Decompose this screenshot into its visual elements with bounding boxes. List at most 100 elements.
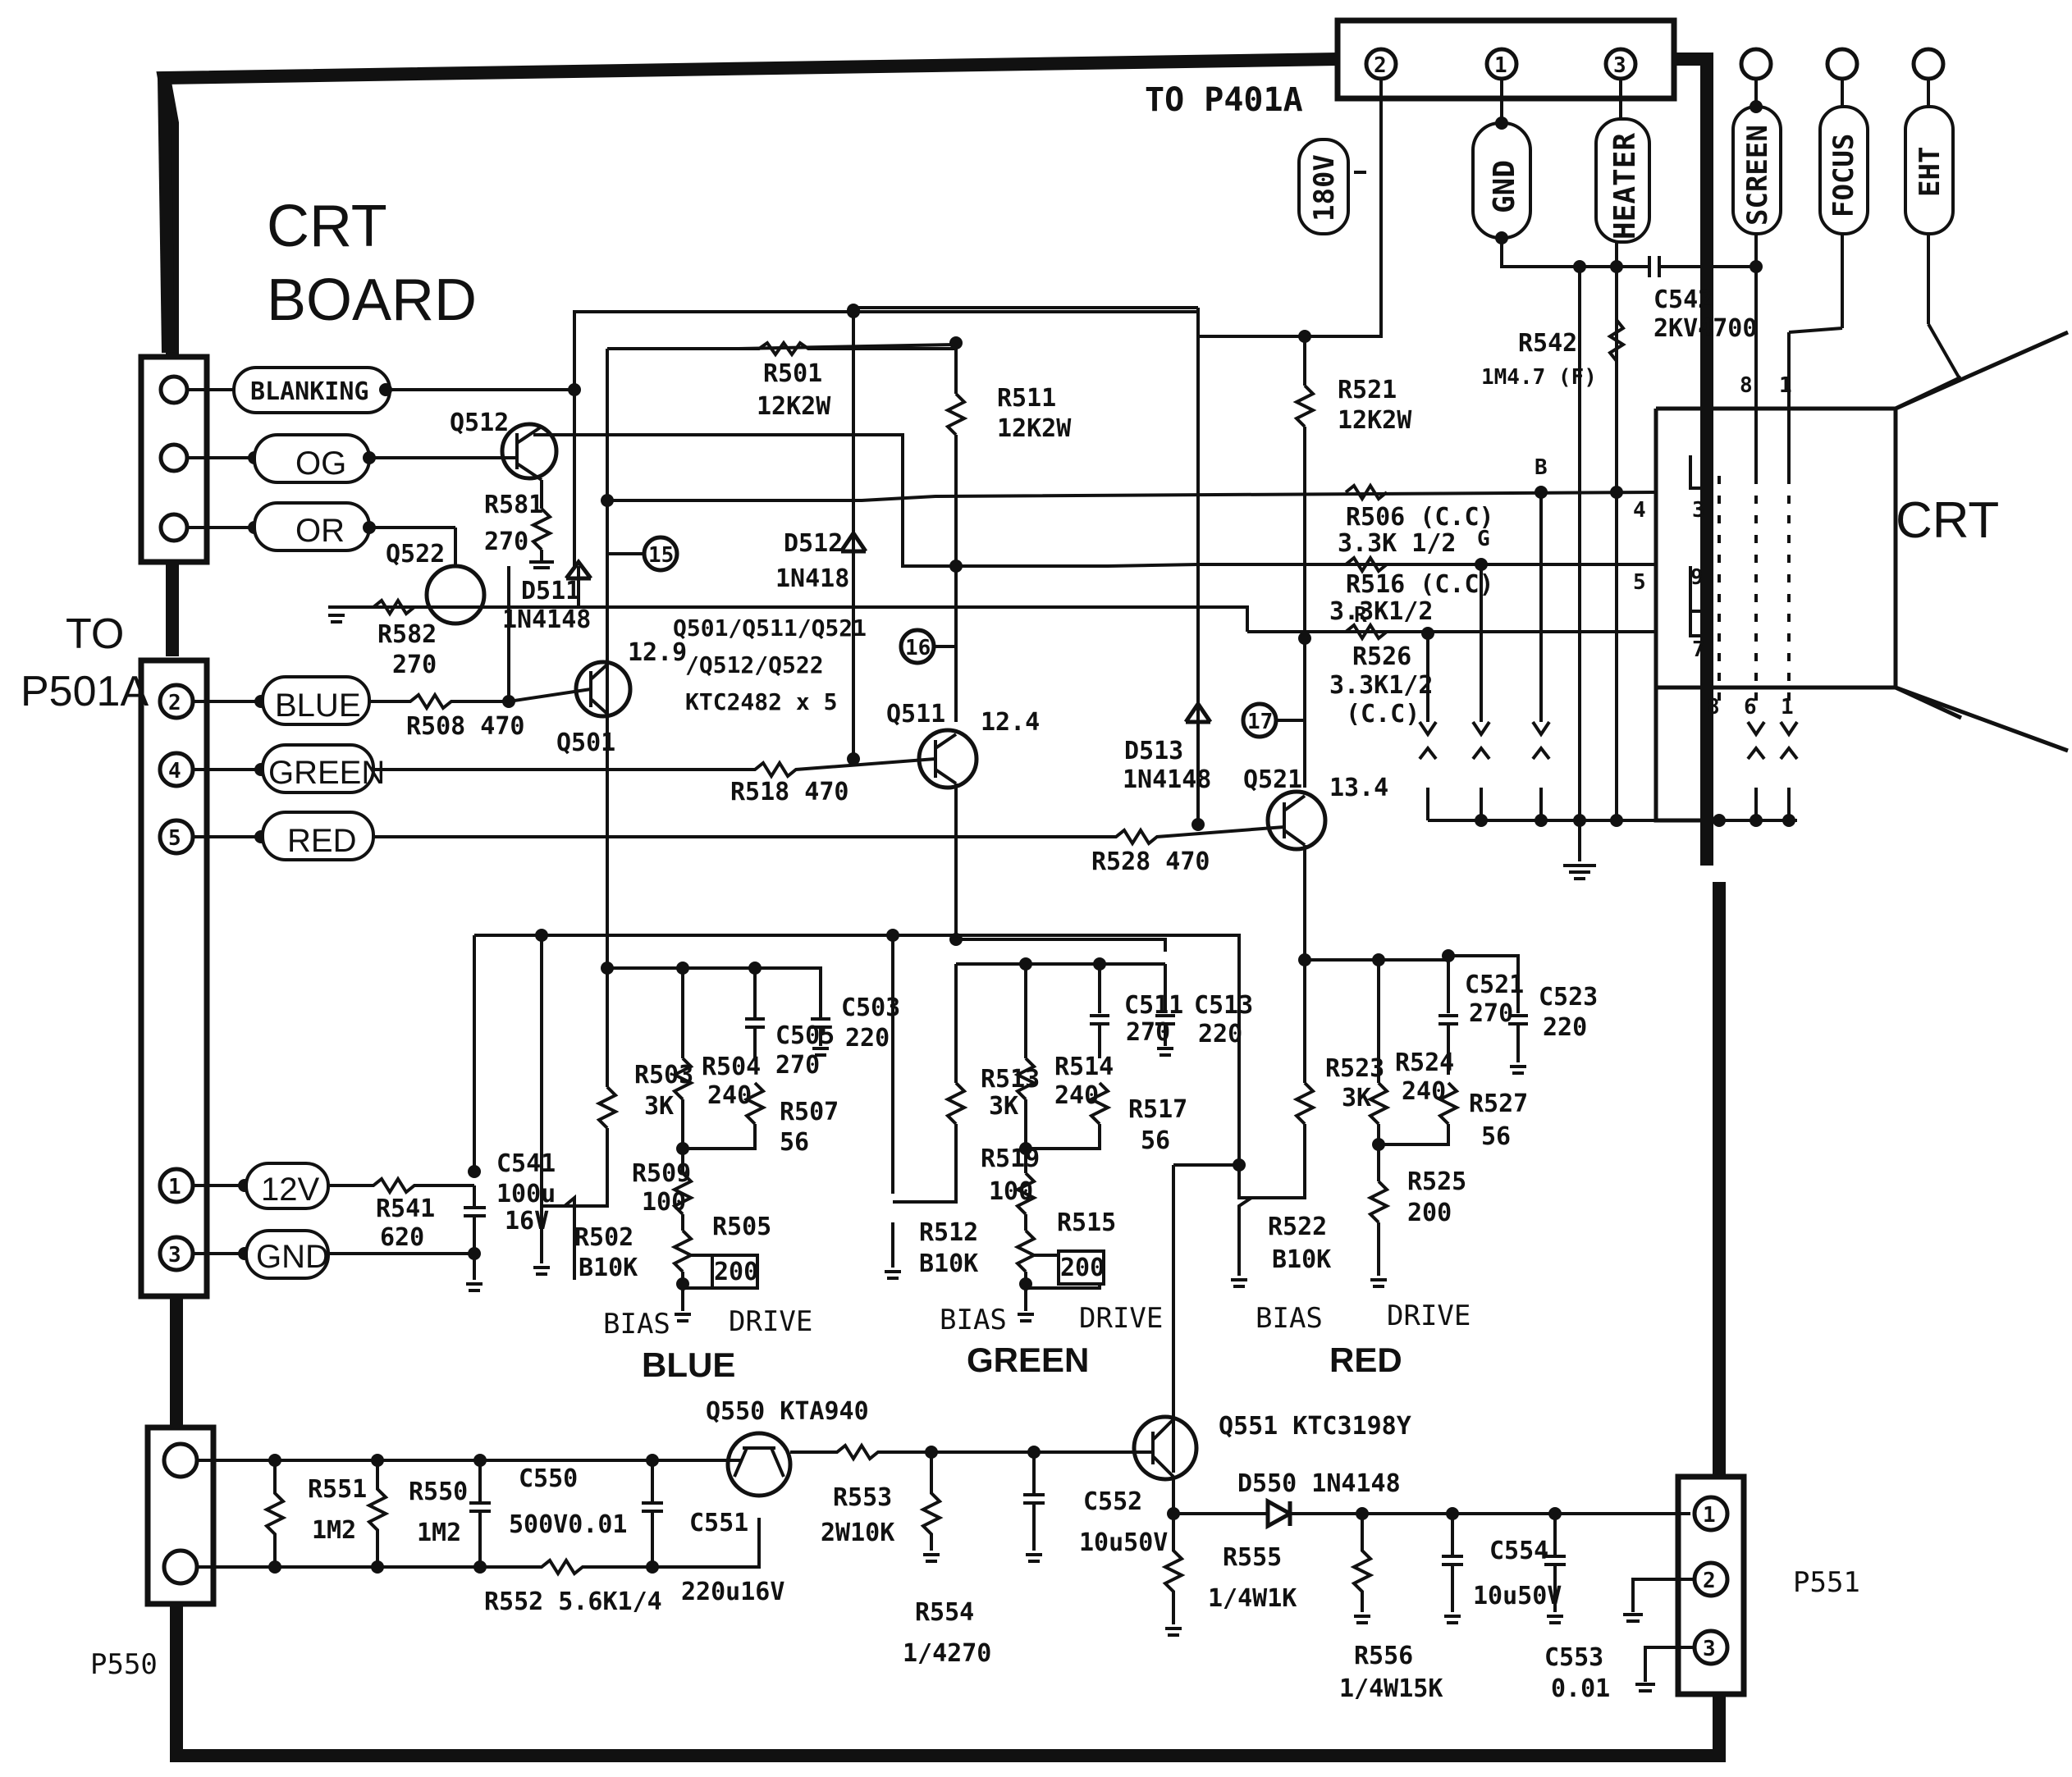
p501a-pin-green: 4 GREEN bbox=[158, 743, 385, 794]
section-red: RED bbox=[1329, 1341, 1402, 1379]
r521-label: R521 bbox=[1338, 376, 1397, 404]
p501a-label-to: TO bbox=[66, 610, 124, 658]
c550-value: 500V0.01 bbox=[509, 1510, 628, 1539]
c541-label: C541 bbox=[496, 1149, 556, 1178]
q522-transistor: Q522 R582 270 bbox=[328, 526, 487, 679]
c553-label: C553 bbox=[1544, 1643, 1603, 1672]
supply-180v-rail bbox=[574, 79, 1383, 350]
q511-stage: Q511 12.4 R518 470 D512 1N418 bbox=[373, 529, 1040, 939]
r511-value: 12K2W bbox=[997, 414, 1072, 443]
q550-label: Q550 KTA940 bbox=[706, 1397, 869, 1426]
r525-label: R525 bbox=[1407, 1167, 1466, 1196]
r509-label: R509 bbox=[632, 1159, 691, 1188]
top-pill-180v: 180V bbox=[1297, 138, 1350, 235]
r517-value: 56 bbox=[1141, 1126, 1170, 1155]
r554-label: R554 bbox=[915, 1598, 974, 1627]
r551-value: 1M2 bbox=[312, 1516, 356, 1545]
r553-label: R553 bbox=[833, 1483, 892, 1512]
crt-pin-3: 3 bbox=[1692, 498, 1705, 523]
c503-value: 220 bbox=[845, 1024, 890, 1053]
r526-cc: (C.C) bbox=[1346, 700, 1420, 729]
c513-label: C513 bbox=[1194, 991, 1253, 1020]
c511-label: C511 bbox=[1124, 991, 1183, 1020]
c553-value: 0.01 bbox=[1551, 1674, 1610, 1703]
heater-c542-wiring: C542 2KV4700 R542 1M4.7 (F) bbox=[1481, 238, 1763, 499]
q501-voltage: 12.9 bbox=[628, 638, 687, 667]
r507-label: R507 bbox=[780, 1098, 839, 1126]
r511-label: R511 bbox=[997, 384, 1056, 413]
r542-value: 1M4.7 (F) bbox=[1481, 365, 1597, 390]
p501a-pin-gnd: 3 GND bbox=[158, 1229, 330, 1280]
r519-value: 100 bbox=[989, 1177, 1033, 1206]
top-pill-eht: EHT bbox=[1904, 79, 1955, 235]
d512-label: D512 bbox=[784, 529, 843, 558]
r527-label: R527 bbox=[1469, 1089, 1528, 1118]
pin-r: R bbox=[1354, 603, 1367, 628]
p501a-pin-red: 5 RED bbox=[158, 811, 375, 861]
c503-label: C503 bbox=[841, 994, 900, 1022]
p551-pin-3: 3 bbox=[1703, 1637, 1716, 1661]
label-12v: 12V bbox=[261, 1172, 319, 1208]
c554-value: 10u50V bbox=[1473, 1582, 1562, 1610]
q511-label: Q511 bbox=[886, 700, 945, 729]
top-pill-heater: HEATER bbox=[1594, 79, 1651, 244]
r523-label: R523 bbox=[1325, 1054, 1384, 1083]
input-or: OR bbox=[158, 501, 376, 552]
q551-label: Q551 KTC3198Y bbox=[1219, 1412, 1411, 1441]
section-green: GREEN bbox=[967, 1341, 1089, 1379]
c542-label: C542 bbox=[1653, 286, 1713, 314]
r505-box bbox=[711, 1254, 759, 1290]
r513-value: 3K bbox=[989, 1092, 1018, 1121]
r515-label: R515 bbox=[1057, 1208, 1116, 1237]
pin-num: 4 bbox=[168, 759, 181, 783]
d511-value: 1N4148 bbox=[502, 605, 591, 634]
r512-value: B10K bbox=[919, 1249, 978, 1278]
r522-label: R522 bbox=[1268, 1213, 1327, 1241]
r503-label: R503 bbox=[634, 1061, 693, 1089]
r526-label: R526 bbox=[1352, 642, 1411, 671]
pin-num: 2 bbox=[168, 691, 181, 715]
pin-num: 1 bbox=[1494, 53, 1507, 78]
r541-value: 620 bbox=[380, 1223, 424, 1252]
c521-value: 270 bbox=[1469, 999, 1513, 1028]
c542-value: 2KV4700 bbox=[1653, 314, 1757, 343]
p501a-pin-12v: 1 12V bbox=[158, 1162, 330, 1210]
c523-value: 220 bbox=[1543, 1013, 1587, 1042]
r515-box bbox=[1057, 1249, 1105, 1286]
pin-num: 3 bbox=[1613, 53, 1626, 78]
label-or: OR bbox=[295, 513, 345, 549]
r509-value: 100 bbox=[642, 1188, 686, 1217]
r504-value: 240 bbox=[707, 1081, 752, 1110]
crt-pin-5: 5 bbox=[1633, 570, 1646, 595]
c513-value: 220 bbox=[1198, 1020, 1242, 1048]
label-eht: EHT bbox=[1914, 147, 1946, 197]
r505-label: R505 bbox=[712, 1213, 771, 1241]
c552-value: 10u50V bbox=[1079, 1528, 1168, 1557]
c541-value-2: 16V bbox=[505, 1207, 549, 1236]
c554-label: C554 bbox=[1489, 1537, 1548, 1565]
top-pill-gnd: GND bbox=[1471, 79, 1532, 244]
c505-label: C505 bbox=[775, 1021, 835, 1050]
r581-value: 270 bbox=[484, 528, 528, 556]
marker-17-label: 17 bbox=[1247, 710, 1273, 734]
board-edge-left bbox=[158, 77, 175, 354]
r523-value: 3K bbox=[1342, 1084, 1371, 1112]
r507-value: 56 bbox=[780, 1128, 809, 1157]
pin-num: 3 bbox=[168, 1243, 181, 1268]
r516-value: 3.3K1/2 bbox=[1329, 597, 1433, 626]
p551-pin-1: 1 bbox=[1703, 1503, 1716, 1528]
q-list-1: Q501/Q511/Q521 bbox=[673, 614, 867, 642]
c521-label: C521 bbox=[1465, 971, 1524, 999]
r550-label: R550 bbox=[409, 1478, 468, 1506]
r526-value: 3.3K1/2 bbox=[1329, 671, 1433, 700]
r521-value: 12K2W bbox=[1338, 406, 1412, 435]
r524-value: 240 bbox=[1402, 1077, 1446, 1106]
crt-pin-9: 9 bbox=[1690, 565, 1704, 590]
p551-label: P551 bbox=[1793, 1566, 1860, 1599]
crt-pin-7: 7 bbox=[1692, 637, 1705, 662]
q501-stage: Q501 12.9 R508 470 Q501/Q511/Q521 /Q512/… bbox=[369, 566, 867, 968]
r508-label: R508 470 bbox=[406, 712, 525, 741]
pin-g: G bbox=[1477, 527, 1490, 551]
